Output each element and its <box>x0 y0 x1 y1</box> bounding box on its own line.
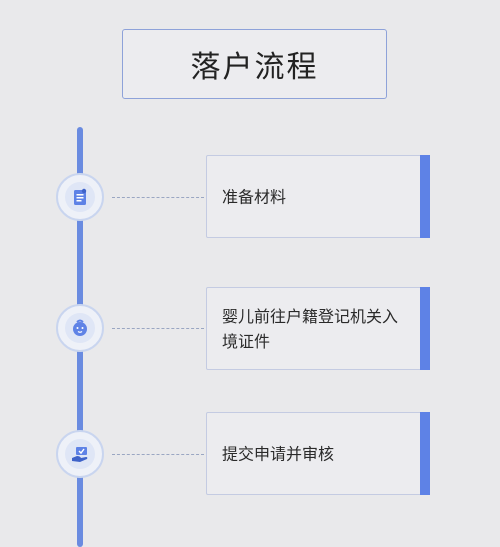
page-title: 落户流程 <box>190 50 319 85</box>
baby-icon <box>73 319 87 336</box>
step-2-label: 婴儿前往户籍登记机关入境证件 <box>222 306 399 351</box>
title-box: 落户流程 <box>122 29 387 99</box>
step-card-2: 婴儿前往户籍登记机关入境证件 <box>206 287 430 370</box>
step-card-3: 提交申请并审核 <box>206 412 430 495</box>
step-card-accent-bar <box>420 412 430 495</box>
step-1-label: 准备材料 <box>222 187 287 206</box>
step-3-label: 提交申请并审核 <box>222 444 335 463</box>
step-card-1: 准备材料 <box>206 155 430 238</box>
step-3-connector <box>112 454 204 455</box>
step-1-icon-badge <box>56 173 104 221</box>
step-2-connector <box>112 328 204 329</box>
document-icon <box>74 188 87 205</box>
step-card-accent-bar <box>420 155 430 238</box>
hand-card-icon <box>72 447 88 462</box>
step-1-connector <box>112 197 204 198</box>
step-2-icon-badge <box>56 304 104 352</box>
step-card-accent-bar <box>420 287 430 370</box>
step-3-icon-badge <box>56 430 104 478</box>
